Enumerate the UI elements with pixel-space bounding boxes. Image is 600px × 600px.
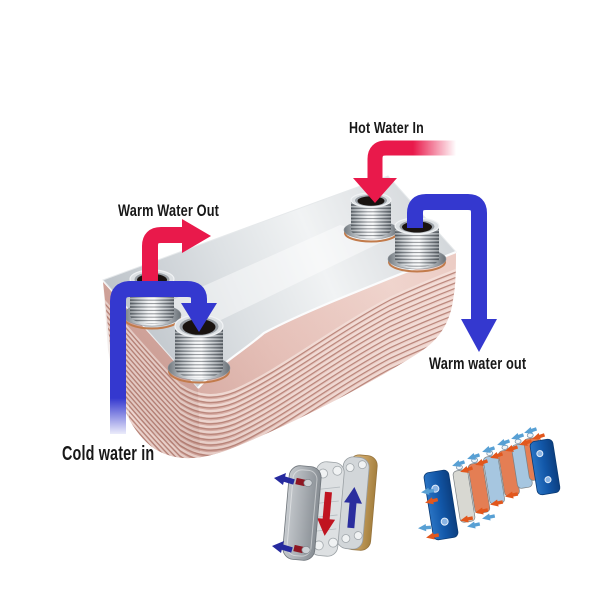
hot-water-in-arrow	[353, 138, 461, 203]
heat-exchanger	[102, 138, 497, 459]
inset-end-plate-left	[423, 469, 459, 541]
inset-plate	[467, 457, 491, 514]
plate-stack-left-shadow	[103, 282, 200, 452]
warm-water-out-label: Warm Water Out	[118, 201, 220, 220]
cold-water-in-arrow	[103, 281, 217, 440]
inset-brazed-plate-exploded	[272, 454, 378, 561]
port-rear-right	[343, 192, 399, 243]
cold-water-in-label: Cold water in	[62, 443, 155, 465]
warm-water-out-arrow	[142, 219, 211, 281]
warm-water-out-right-label: Warm water out	[429, 354, 527, 373]
hot-arrow-fade	[413, 138, 461, 159]
inset-front-plate	[282, 465, 322, 561]
inset-port-nozzles	[272, 473, 313, 554]
warm-water-out-right-arrow	[407, 194, 497, 352]
inset-end-plate-right	[529, 438, 561, 496]
hot-water-in-label: Hot Water In	[349, 120, 424, 137]
inset-gasketed-plate-exploded	[416, 423, 561, 543]
cold-arrow-fade	[103, 398, 129, 440]
inset-channel-plate-cold	[336, 456, 370, 550]
